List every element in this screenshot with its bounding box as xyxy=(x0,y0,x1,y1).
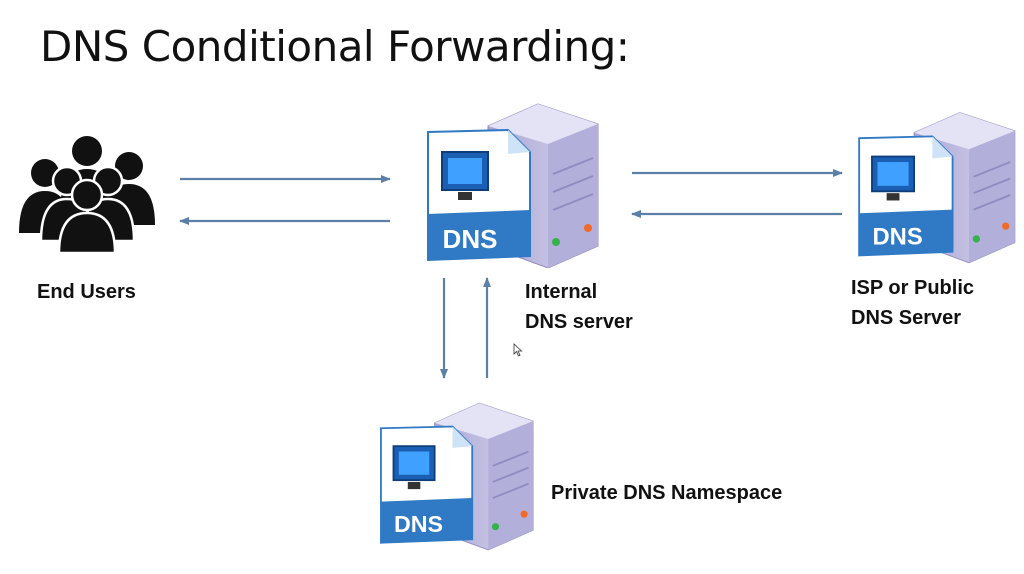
isp-dns-label-line2: DNS Server xyxy=(851,307,962,329)
internal-dns-badge: DNS xyxy=(443,224,498,254)
isp-dns-label-line1: ISP or Public xyxy=(851,277,974,299)
slide-title: DNS Conditional Forwarding: xyxy=(40,22,630,71)
private-dns-label: Private DNS Namespace xyxy=(551,478,782,508)
internal-dns-label-line2: DNS server xyxy=(525,311,633,333)
people-group-icon xyxy=(12,133,162,255)
end-users-label: End Users xyxy=(37,277,136,307)
private-dns-server-icon: DNS xyxy=(372,388,542,558)
isp-dns-label: ISP or Public DNS Server xyxy=(851,273,974,333)
internal-dns-label-line1: Internal xyxy=(525,281,598,303)
isp-dns-badge: DNS xyxy=(872,223,922,250)
mouse-cursor-icon xyxy=(513,343,523,357)
isp-dns-server-icon: DNS xyxy=(850,100,1024,268)
internal-dns-label: Internal DNS server xyxy=(525,277,633,337)
end-users-label-text: End Users xyxy=(37,281,136,303)
internal-dns-server-icon: DNS xyxy=(418,96,608,269)
private-dns-badge: DNS xyxy=(394,511,443,537)
private-dns-label-text: Private DNS Namespace xyxy=(551,482,783,504)
